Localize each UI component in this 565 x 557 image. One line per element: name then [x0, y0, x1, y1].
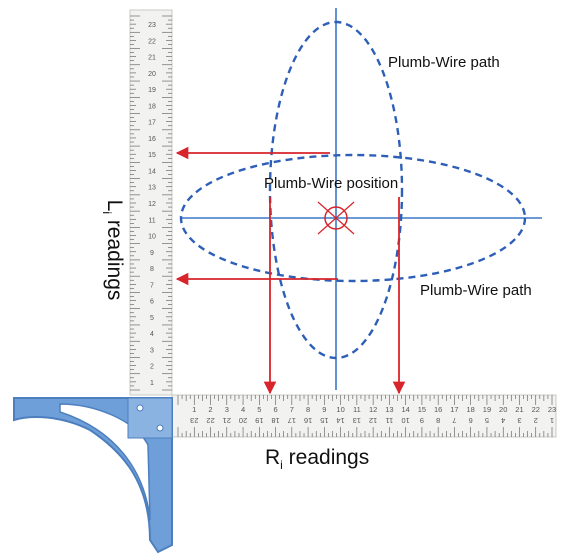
label-li-readings: Li readings	[99, 199, 127, 301]
horizontal-ruler-numbers: 1232223214205196187178169151014111312121…	[190, 405, 556, 425]
horizontal-wire-path-ellipse	[179, 153, 527, 283]
vertical-ruler-number: 18	[148, 103, 156, 110]
horizontal-ruler-number: 15	[320, 416, 328, 425]
horizontal-ruler-number: 2	[534, 416, 538, 425]
vertical-wire-path-ellipse	[268, 20, 404, 360]
horizontal-ruler-number: 16	[434, 405, 442, 414]
horizontal-ruler-number: 20	[499, 405, 507, 414]
vertical-ruler-number: 4	[150, 331, 154, 338]
horizontal-ruler-number: 16	[304, 416, 312, 425]
vertical-ruler-number: 5	[150, 315, 154, 322]
horizontal-ruler-number: 3	[517, 416, 521, 425]
horizontal-ruler-number: 13	[385, 405, 393, 414]
horizontal-ruler-number: 1	[550, 416, 554, 425]
horizontal-ruler-number: 10	[336, 405, 344, 414]
horizontal-ruler-number: 5	[485, 416, 489, 425]
vertical-ruler-number: 21	[148, 55, 156, 62]
vertical-ruler-number: 8	[150, 266, 154, 273]
horizontal-ruler-number: 18	[271, 416, 279, 425]
horizontal-ruler-number: 19	[255, 416, 263, 425]
horizontal-ruler-number: 8	[306, 405, 310, 414]
horizontal-ruler-number: 3	[225, 405, 229, 414]
horizontal-ruler-number: 14	[401, 405, 409, 414]
vertical-ruler-number: 11	[148, 217, 155, 224]
vertical-ruler-number: 7	[150, 282, 154, 289]
vertical-ruler-number: 12	[148, 201, 156, 208]
label-plumb-wire-path-top: Plumb-Wire path	[388, 54, 500, 71]
vertical-ruler-number: 6	[150, 299, 154, 306]
vertical-ruler-number: 19	[148, 87, 156, 94]
horizontal-ruler-number: 23	[190, 416, 198, 425]
horizontal-ruler-number: 15	[418, 405, 426, 414]
vertical-ruler-number: 1	[150, 380, 154, 387]
vertical-ruler-number: 15	[148, 152, 156, 159]
horizontal-ruler-ticks	[177, 395, 553, 437]
horizontal-ruler: 1232223214205196187178169151014111312121…	[171, 394, 557, 438]
horizontal-ruler-number: 5	[257, 405, 261, 414]
vertical-ruler-number: 13	[148, 185, 156, 192]
vertical-ruler-number: 2	[150, 364, 154, 371]
horizontal-ruler-number: 11	[385, 416, 393, 425]
vertical-ruler-number: 16	[148, 136, 156, 143]
horizontal-ruler-number: 18	[467, 405, 475, 414]
horizontal-ruler-number: 17	[450, 405, 458, 414]
horizontal-ruler-number: 21	[515, 405, 523, 414]
horizontal-ruler-number: 6	[469, 416, 473, 425]
horizontal-ruler-number: 9	[322, 405, 326, 414]
plumb-wire-icon	[317, 201, 355, 235]
label-plumb-wire-position: Plumb-Wire position	[264, 175, 399, 192]
horizontal-ruler-number: 8	[436, 416, 440, 425]
horizontal-ruler-number: 21	[223, 416, 231, 425]
label-ri-readings: Ri readings	[265, 446, 370, 473]
horizontal-ruler-number: 10	[401, 416, 409, 425]
horizontal-ruler-number: 4	[501, 416, 505, 425]
vertical-ruler-number: 10	[148, 234, 156, 241]
vertical-ruler-number: 3	[150, 347, 154, 354]
square-handle	[13, 397, 173, 554]
vertical-ruler-number: 23	[148, 22, 156, 29]
vertical-ruler-number: 22	[148, 38, 156, 45]
horizontal-ruler-number: 22	[532, 405, 540, 414]
horizontal-ruler-number: 17	[288, 416, 296, 425]
horizontal-ruler-number: 7	[452, 416, 456, 425]
horizontal-ruler-number: 12	[369, 416, 377, 425]
vertical-ruler-ticks	[130, 15, 172, 391]
horizontal-ruler-number: 9	[420, 416, 424, 425]
vertical-ruler-number: 20	[148, 71, 156, 78]
horizontal-ruler-number: 22	[206, 416, 214, 425]
horizontal-ruler-number: 1	[192, 405, 196, 414]
horizontal-ruler-number: 14	[336, 416, 344, 425]
horizontal-ruler-number: 2	[208, 405, 212, 414]
horizontal-ruler-number: 20	[239, 416, 247, 425]
horizontal-ruler-number: 6	[273, 405, 277, 414]
horizontal-ruler-number: 11	[353, 405, 361, 414]
horizontal-ruler-number: 19	[483, 405, 491, 414]
horizontal-ruler-number: 7	[290, 405, 294, 414]
vertical-ruler-number: 9	[150, 250, 154, 257]
horizontal-ruler-number: 13	[353, 416, 361, 425]
vertical-ruler-number: 17	[148, 120, 156, 127]
label-plumb-wire-path-bottom: Plumb-Wire path	[420, 282, 532, 299]
vertical-ruler-number: 14	[148, 168, 156, 175]
horizontal-ruler-number: 12	[369, 405, 377, 414]
horizontal-ruler-number: 23	[548, 405, 556, 414]
horizontal-ruler-number: 4	[241, 405, 245, 414]
